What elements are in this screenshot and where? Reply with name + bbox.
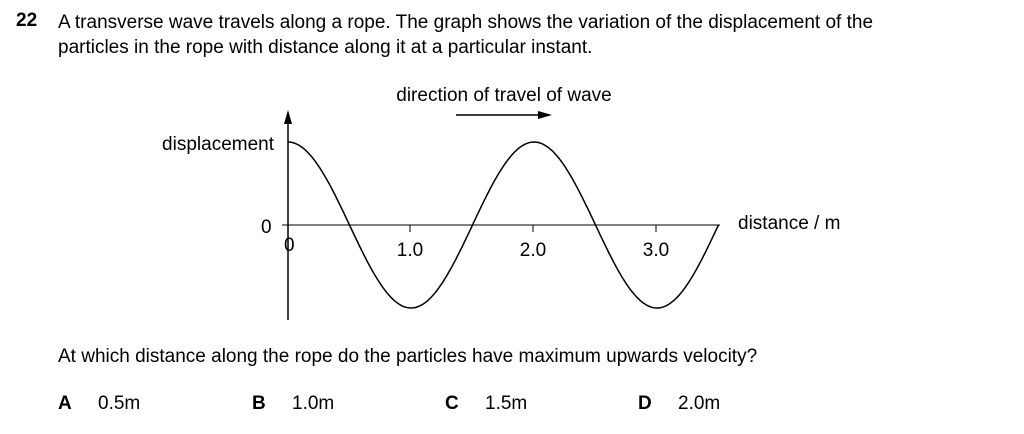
option-a[interactable]: A 0.5m [58, 393, 140, 415]
option-c-text: 1.5m [485, 393, 528, 414]
stem-line-2: particles in the rope with distance alon… [58, 37, 593, 58]
y-axis-label: displacement [162, 134, 275, 155]
question-prompt: At which distance along the rope do the … [58, 346, 758, 367]
direction-arrow-head [538, 111, 552, 119]
option-d-text: 2.0m [678, 393, 721, 414]
stem-line-1: A transverse wave travels along a rope. … [58, 12, 874, 33]
question-number: 22 [16, 10, 38, 31]
option-d[interactable]: D 2.0m [638, 393, 720, 415]
option-b-text: 1.0m [292, 393, 335, 414]
x-tick-label-2: 2.0 [520, 240, 546, 261]
y-axis-arrow-head [284, 110, 292, 124]
option-d-letter: D [638, 393, 652, 414]
zero-label: 0 [261, 217, 272, 238]
wave-curve [287, 141, 720, 309]
direction-label: direction of travel of wave [396, 85, 611, 106]
option-b[interactable]: B 1.0m [252, 393, 334, 415]
origin-label: 0 [284, 235, 295, 256]
option-c[interactable]: C 1.5m [445, 393, 527, 415]
option-c-letter: C [445, 393, 459, 414]
option-a-letter: A [58, 393, 72, 414]
x-tick-label-3: 3.0 [643, 240, 669, 261]
option-a-text: 0.5m [98, 393, 141, 414]
x-tick-label-1: 1.0 [397, 240, 423, 261]
option-b-letter: B [252, 393, 266, 414]
question-stem: A transverse wave travels along a rope. … [58, 10, 1008, 60]
x-axis-label: distance / m [738, 213, 840, 234]
